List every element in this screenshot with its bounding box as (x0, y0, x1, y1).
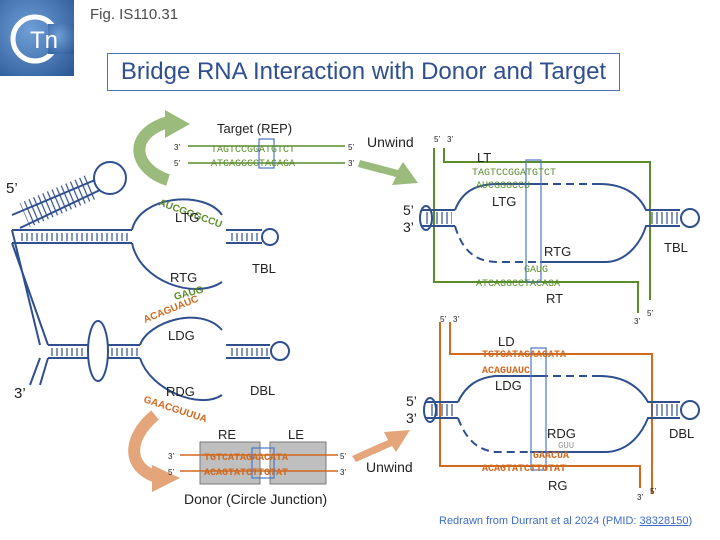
dc-ldg-seq: ACAGUAUC (482, 366, 530, 377)
credit-close: ) (688, 515, 693, 527)
dc-five-prime: 5’ (406, 393, 417, 409)
donor-bottom-seq: ACAGTATCTTGTAT (204, 468, 288, 479)
tc-end-3-bottom: 3’ (634, 317, 640, 326)
dc-ld-seq: TGTCATAGAACATA (482, 350, 566, 361)
donor-duplex: RE LE 3’ 5’ 5’ 3’ TGTCATAGAACATA ACAGTAT… (168, 427, 346, 485)
donor-le-label: LE (288, 427, 304, 442)
dc-rdg-top: GUU (558, 441, 574, 451)
dc-ld-label: LD (498, 334, 515, 349)
left-ldg-label: LDG (168, 328, 195, 343)
tc-end-5-top: 5’ (434, 135, 440, 144)
left-ltg-label: LTG (175, 210, 199, 225)
credit-line: Redrawn from Durrant et al 2024 (PMID: 3… (439, 515, 692, 527)
tc-rt-label: RT (546, 291, 563, 306)
left-rdg-label: RDG (166, 384, 195, 399)
dc-rg-label: RG (548, 478, 568, 493)
target-curved-arrow (133, 116, 171, 186)
left-three-prime: 3’ (14, 385, 26, 402)
target-duplex: 3’ 5’ 5’ 3’ TAGTCCGGATGTCT ATCAGGCCTACAG… (174, 138, 354, 170)
dc-rg-seq: ACAGTATCTTGTAT (482, 464, 566, 475)
bridge-rna-left (11, 161, 290, 401)
left-tbl-label: TBL (252, 261, 276, 276)
target-label: Target (REP) (217, 121, 292, 136)
tc-end-5-bottom: 5’ (647, 309, 653, 318)
donor-bottom-right-end: 3’ (340, 468, 346, 477)
dc-dbl-label: DBL (669, 426, 694, 441)
donor-unwind-arrow (352, 430, 410, 462)
dc-end-5-bottom: 5’ (650, 487, 656, 496)
left-rtg-label: RTG (170, 270, 197, 285)
pmid-link[interactable]: 38328150 (639, 515, 689, 527)
title-box: Bridge RNA Interaction with Donor and Ta… (107, 53, 620, 91)
donor-unwind-label: Unwind (366, 459, 413, 475)
target-unwind-label: Unwind (367, 134, 414, 150)
tn-logo: Tn (0, 0, 74, 76)
dc-rdg-seq: GAACUA (533, 451, 569, 462)
dc-end-3-bottom: 3’ (637, 493, 643, 502)
tc-rt-seq: ATCAGGCCTACAGA (476, 279, 560, 290)
donor-curved-arrowhead (152, 465, 180, 492)
target-top-left-end: 3’ (174, 143, 180, 152)
tc-rtg-seq: GAUG (524, 265, 548, 276)
donor-complex (423, 322, 700, 494)
target-curved-arrowhead (165, 110, 190, 138)
target-bottom-left-end: 5’ (174, 159, 180, 168)
tc-lt-seq: TAGTCCGGATGTCT (472, 168, 556, 179)
target-complex (419, 148, 700, 313)
tc-tbl-label: TBL (664, 240, 688, 255)
donor-top-left-end: 3’ (168, 452, 174, 461)
dc-three-prime: 3’ (406, 410, 417, 426)
target-top-right-end: 5’ (348, 143, 354, 152)
target-top-seq: TAGTCCGGATGTCT (211, 145, 295, 156)
dc-end-5-top: 5’ (440, 315, 446, 324)
tc-ltg-label: LTG (492, 194, 516, 209)
tc-end-3-top: 3’ (447, 135, 453, 144)
tc-five-prime: 5’ (403, 202, 414, 218)
donor-label: Donor (Circle Junction) (184, 491, 327, 507)
donor-re-label: RE (218, 427, 236, 442)
target-unwind-arrow (358, 160, 418, 185)
dc-end-3-top: 3’ (453, 315, 459, 324)
dc-ldg-label: LDG (495, 378, 522, 393)
credit-text: Redrawn from Durrant et al 2024 (PMID: (439, 515, 640, 527)
left-dbl-label: DBL (250, 383, 275, 398)
tc-rtg-label: RTG (544, 244, 571, 259)
target-bottom-right-end: 3’ (348, 159, 354, 168)
donor-top-seq: TGTCATAGAACATA (204, 453, 288, 464)
target-bottom-seq: ATCAGGCCTACAGA (211, 159, 295, 170)
dc-rdg-label: RDG (547, 426, 576, 441)
donor-curved-arrow (128, 410, 162, 484)
donor-bottom-left-end: 5’ (168, 468, 174, 477)
page-title: Bridge RNA Interaction with Donor and Ta… (120, 58, 607, 85)
figure-label: Fig. IS110.31 (90, 6, 179, 23)
left-five-prime: 5’ (6, 180, 18, 197)
donor-top-right-end: 5’ (340, 452, 346, 461)
tc-ltg-seq: AUCGGGCCU (476, 181, 530, 192)
logo-text: Tn (30, 27, 58, 54)
tc-three-prime: 3’ (403, 219, 414, 235)
tc-lt-label: LT (477, 150, 491, 165)
